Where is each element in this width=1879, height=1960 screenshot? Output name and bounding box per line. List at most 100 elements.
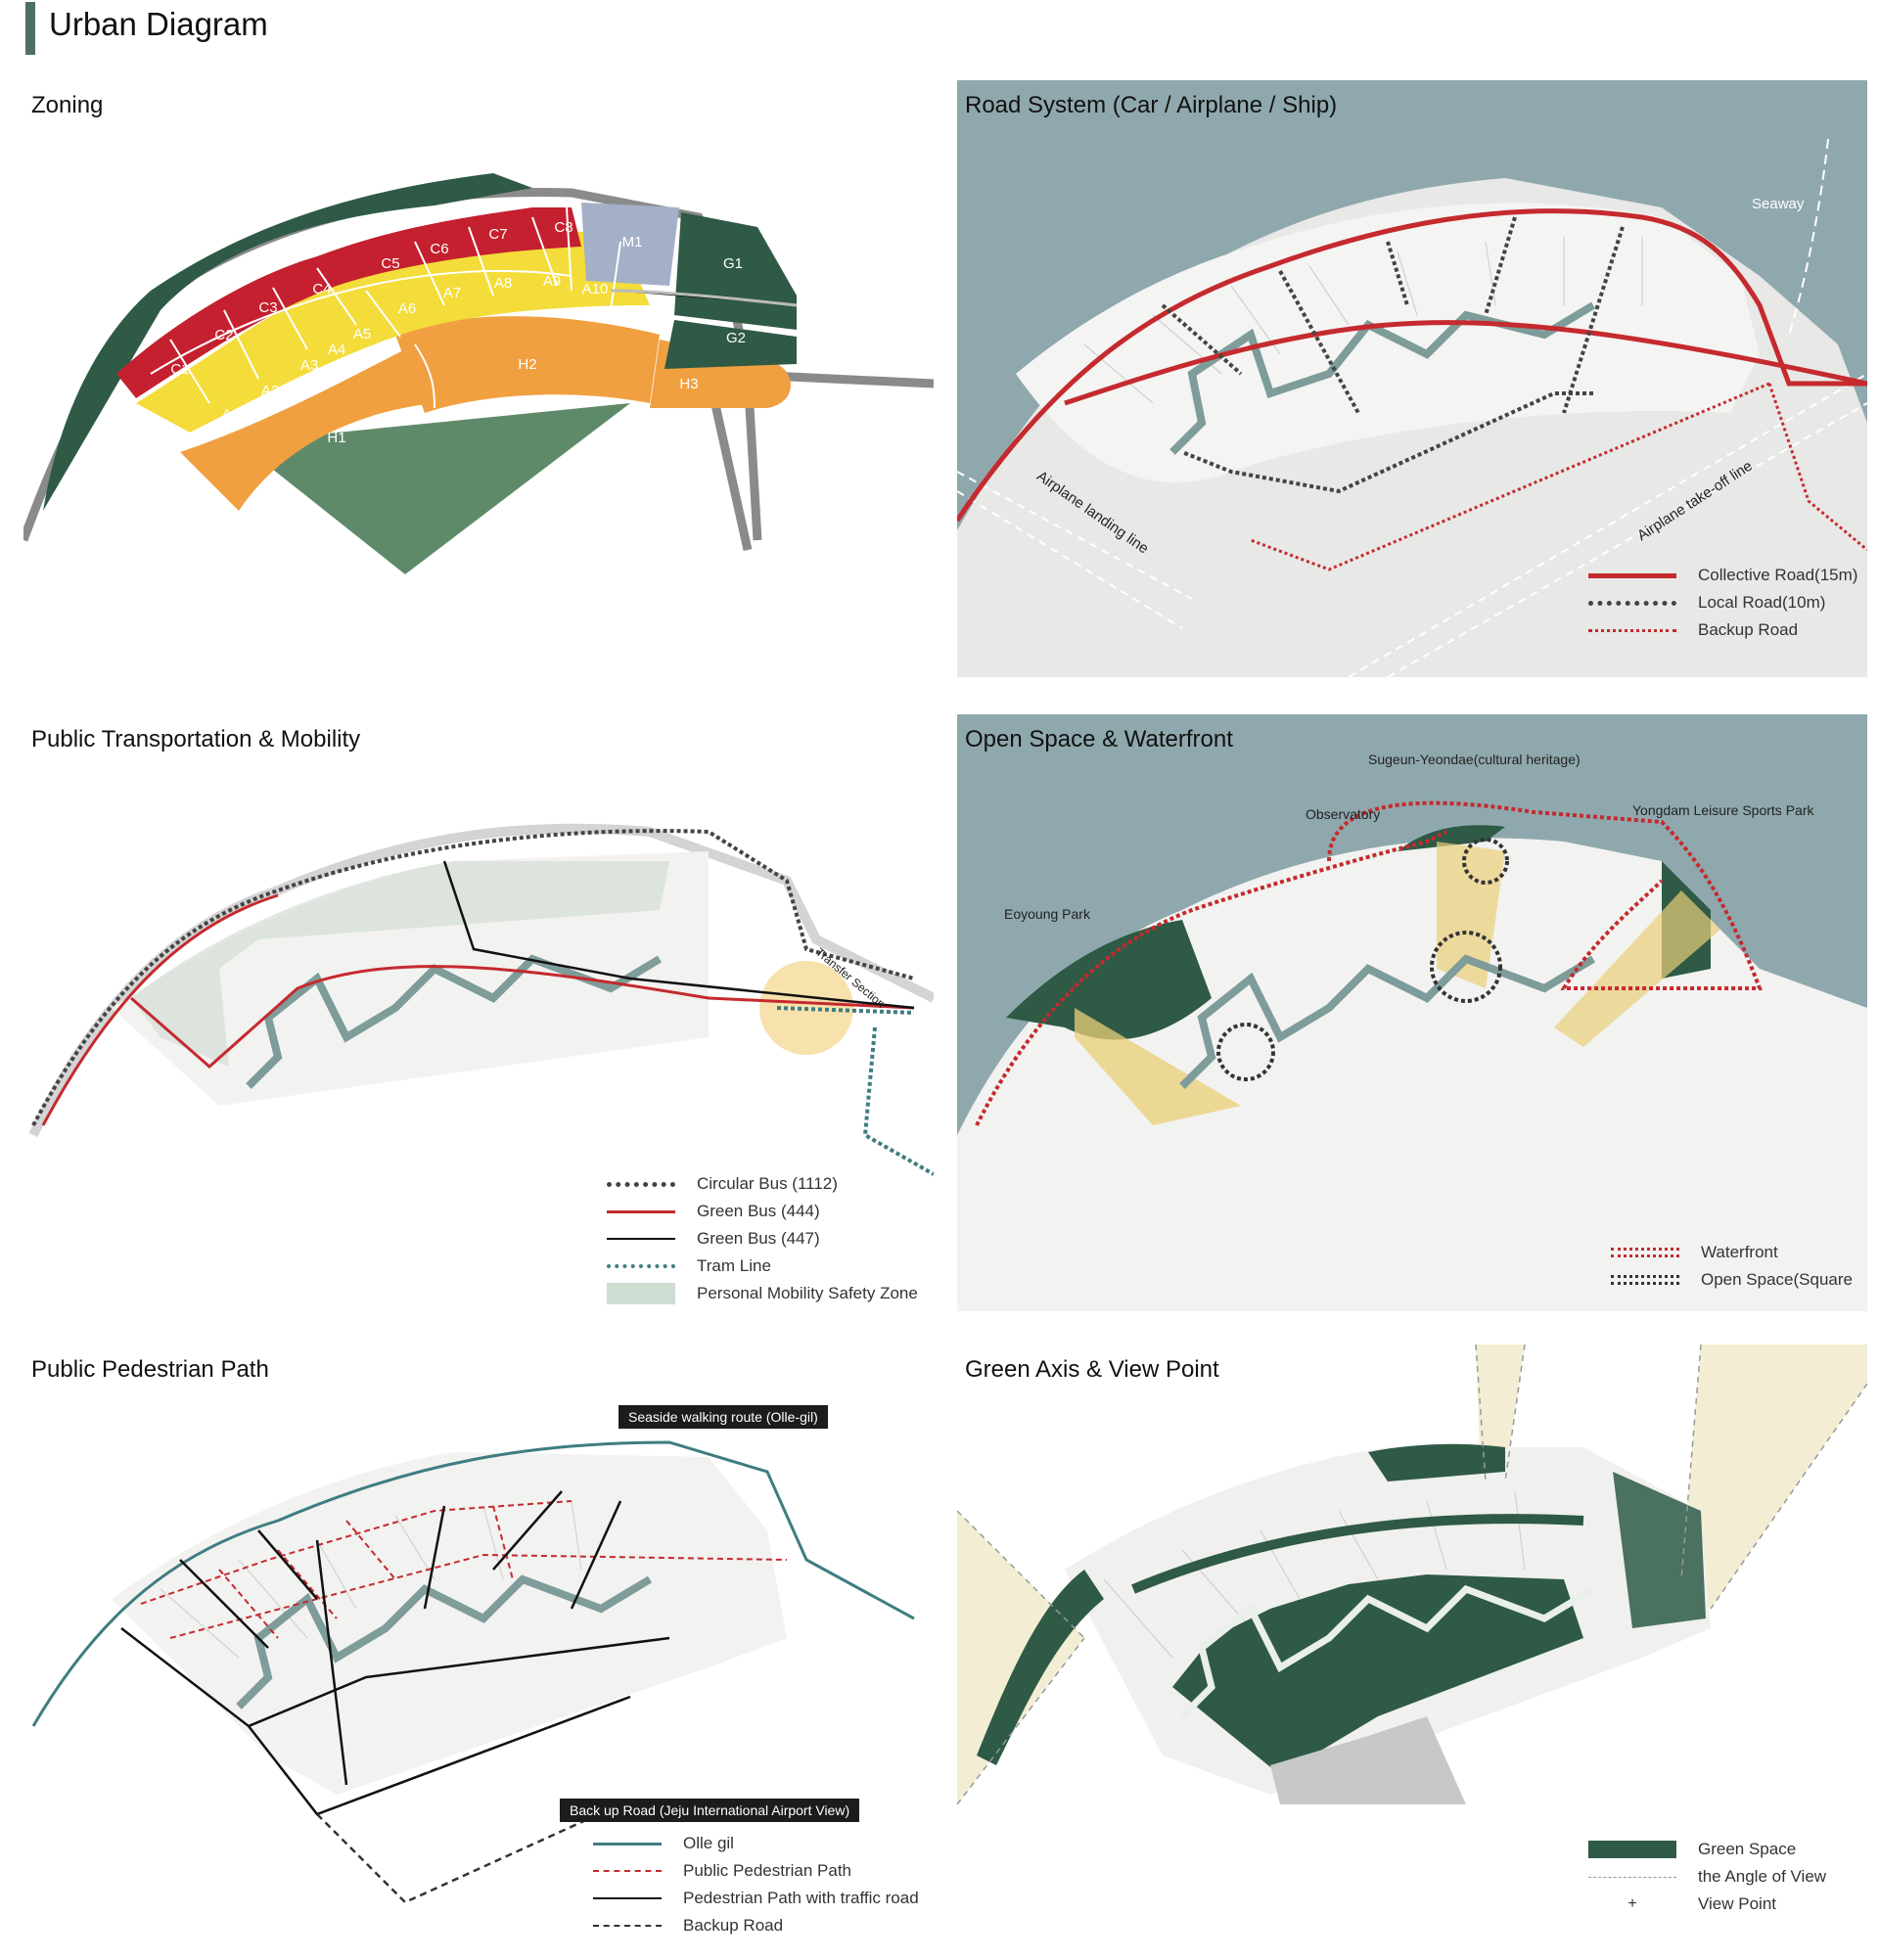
zone-a5-label: A5 [353,326,371,342]
green-axis-map [957,1345,1867,1805]
transport-map [28,823,934,1176]
eoyoung-park-label: Eoyoung Park [1004,906,1090,922]
zone-g1-label: G1 [723,255,743,272]
pedestrian-legend: Olle gil Public Pedestrian Path Pedestri… [593,1830,919,1939]
zone-a1-label: A1 [222,406,240,423]
zone-c1-label: C1 [170,361,189,378]
zone-m1-label: M1 [622,234,643,251]
view-point-swatch: + [1627,1895,1637,1912]
open-space-square-2 [1430,931,1502,1003]
zone-c8-label: C8 [554,219,573,236]
legend-tram-line: Tram Line [607,1253,918,1280]
yellow-axis-3 [1554,890,1720,1047]
open-space-legend: Waterfront Open Space(Square [1611,1239,1853,1294]
zone-a2-label: A2 [261,383,279,399]
open-space-title: Open Space & Waterfront [965,726,1233,752]
green-axis-title: Green Axis & View Point [965,1356,1219,1383]
open-space-panel: Open Space & Waterfront Sugeun-Yeondae(c… [957,714,1867,1311]
legend-backup-road: Backup Road [1588,616,1857,644]
tram-line-swatch [607,1264,675,1268]
zone-c7-label: C7 [488,226,507,243]
zone-h1-label: H1 [327,430,345,446]
road-system-title: Road System (Car / Airplane / Ship) [965,92,1338,118]
green-space-north [1368,1443,1505,1481]
seaside-route-tag: Seaside walking route (Olle-gil) [619,1405,828,1429]
zoning-panel: Zoning C1 C2 C3 [23,80,934,677]
legend-backup-road-ped: Backup Road [593,1912,919,1939]
legend-green-bus-444: Green Bus (444) [607,1198,918,1225]
yongdam-park-label: Yongdam Leisure Sports Park [1632,802,1814,818]
legend-green-space: Green Space [1588,1836,1826,1863]
zone-h1 [180,344,435,511]
road-system-panel: Road System (Car / Airplane / Ship) Seaw… [957,80,1867,677]
zone-c6-label: C6 [430,241,448,257]
zone-g2 [665,320,797,369]
zone-h2-label: H2 [518,356,536,373]
zone-a10-label: A10 [582,281,609,297]
open-space-square-1 [1462,838,1509,885]
legend-mobility-zone: Personal Mobility Safety Zone [607,1280,918,1307]
zone-c5-label: C5 [381,255,399,272]
pedestrian-title: Public Pedestrian Path [31,1356,269,1383]
road-legend: Collective Road(15m) Local Road(10m) Bac… [1588,562,1857,644]
zone-a9-label: A9 [543,273,561,290]
local-road-swatch [1588,600,1676,606]
zone-a4-label: A4 [328,342,345,358]
zoning-map: C1 C2 C3 C4 C5 C6 C7 C8 A1 A2 A3 A4 A5 A… [23,173,934,574]
mobility-safety-zone [131,861,669,1067]
zoning-title: Zoning [31,92,104,118]
open-space-map [957,800,1867,1311]
zone-a8-label: A8 [494,275,512,292]
green-axis-panel: Green Axis & View Point Green Space the … [957,1345,1867,1941]
green-space-swatch [1588,1841,1676,1858]
circular-bus-swatch [607,1181,675,1187]
road-system-map [957,138,1867,677]
transport-legend: Circular Bus (1112) Green Bus (444) Gree… [607,1170,918,1307]
zone-a6-label: A6 [398,300,416,317]
open-space-swatch [1611,1275,1679,1285]
waterfront-swatch [1611,1248,1679,1257]
pedestrian-panel: Public Pedestrian Path Seaside walking r… [23,1345,934,1941]
green-bus-444-swatch [607,1209,675,1213]
zone-h2 [395,316,660,413]
mobility-zone-swatch [607,1283,675,1304]
green-bus-447-swatch [607,1238,675,1240]
zone-h3-label: H3 [679,376,698,392]
backup-road-swatch [1588,628,1676,632]
legend-public-pedestrian-path: Public Pedestrian Path [593,1857,919,1885]
open-space-square-3 [1216,1023,1275,1081]
heritage-label: Sugeun-Yeondae(cultural heritage) [1368,752,1581,767]
angle-of-view-swatch [1588,1876,1676,1878]
zone-a7-label: A7 [443,285,461,301]
legend-olle-gil: Olle gil [593,1830,919,1857]
green-space-west [977,1570,1104,1765]
yellow-axis-2 [1437,842,1505,988]
backup-road-ped-swatch [593,1925,662,1927]
observatory-label: Observatory [1306,806,1381,822]
green-space-main [1172,1574,1583,1775]
olle-gil-swatch [593,1842,662,1846]
legend-waterfront: Waterfront [1611,1239,1853,1266]
pedestrian-map [31,1440,915,1904]
zone-g2-label: G2 [726,330,746,346]
zone-c4-label: C4 [312,281,331,297]
green-space-east [1613,1472,1706,1628]
zone-m1 [581,203,679,286]
zone-g1 [674,212,797,330]
zone-c3-label: C3 [258,299,277,316]
legend-pedestrian-traffic: Pedestrian Path with traffic road [593,1885,919,1912]
transport-panel: Public Transportation & Mobility Transfe… [23,714,934,1311]
airport-green [239,403,630,574]
legend-circular-bus: Circular Bus (1112) [607,1170,918,1198]
legend-view-point: +View Point [1588,1891,1826,1918]
collective-road-swatch [1588,572,1676,578]
page-title: Urban Diagram [25,2,268,55]
zone-a3-label: A3 [300,357,318,374]
pedestrian-traffic-swatch [593,1897,662,1899]
backup-road-tag: Back up Road (Jeju International Airport… [560,1799,860,1822]
legend-angle-of-view: the Angle of View [1588,1863,1826,1891]
transport-title: Public Transportation & Mobility [31,726,361,752]
yellow-axis-1 [1075,1008,1241,1125]
public-pedestrian-swatch [593,1870,662,1872]
legend-local-road: Local Road(10m) [1588,589,1857,616]
